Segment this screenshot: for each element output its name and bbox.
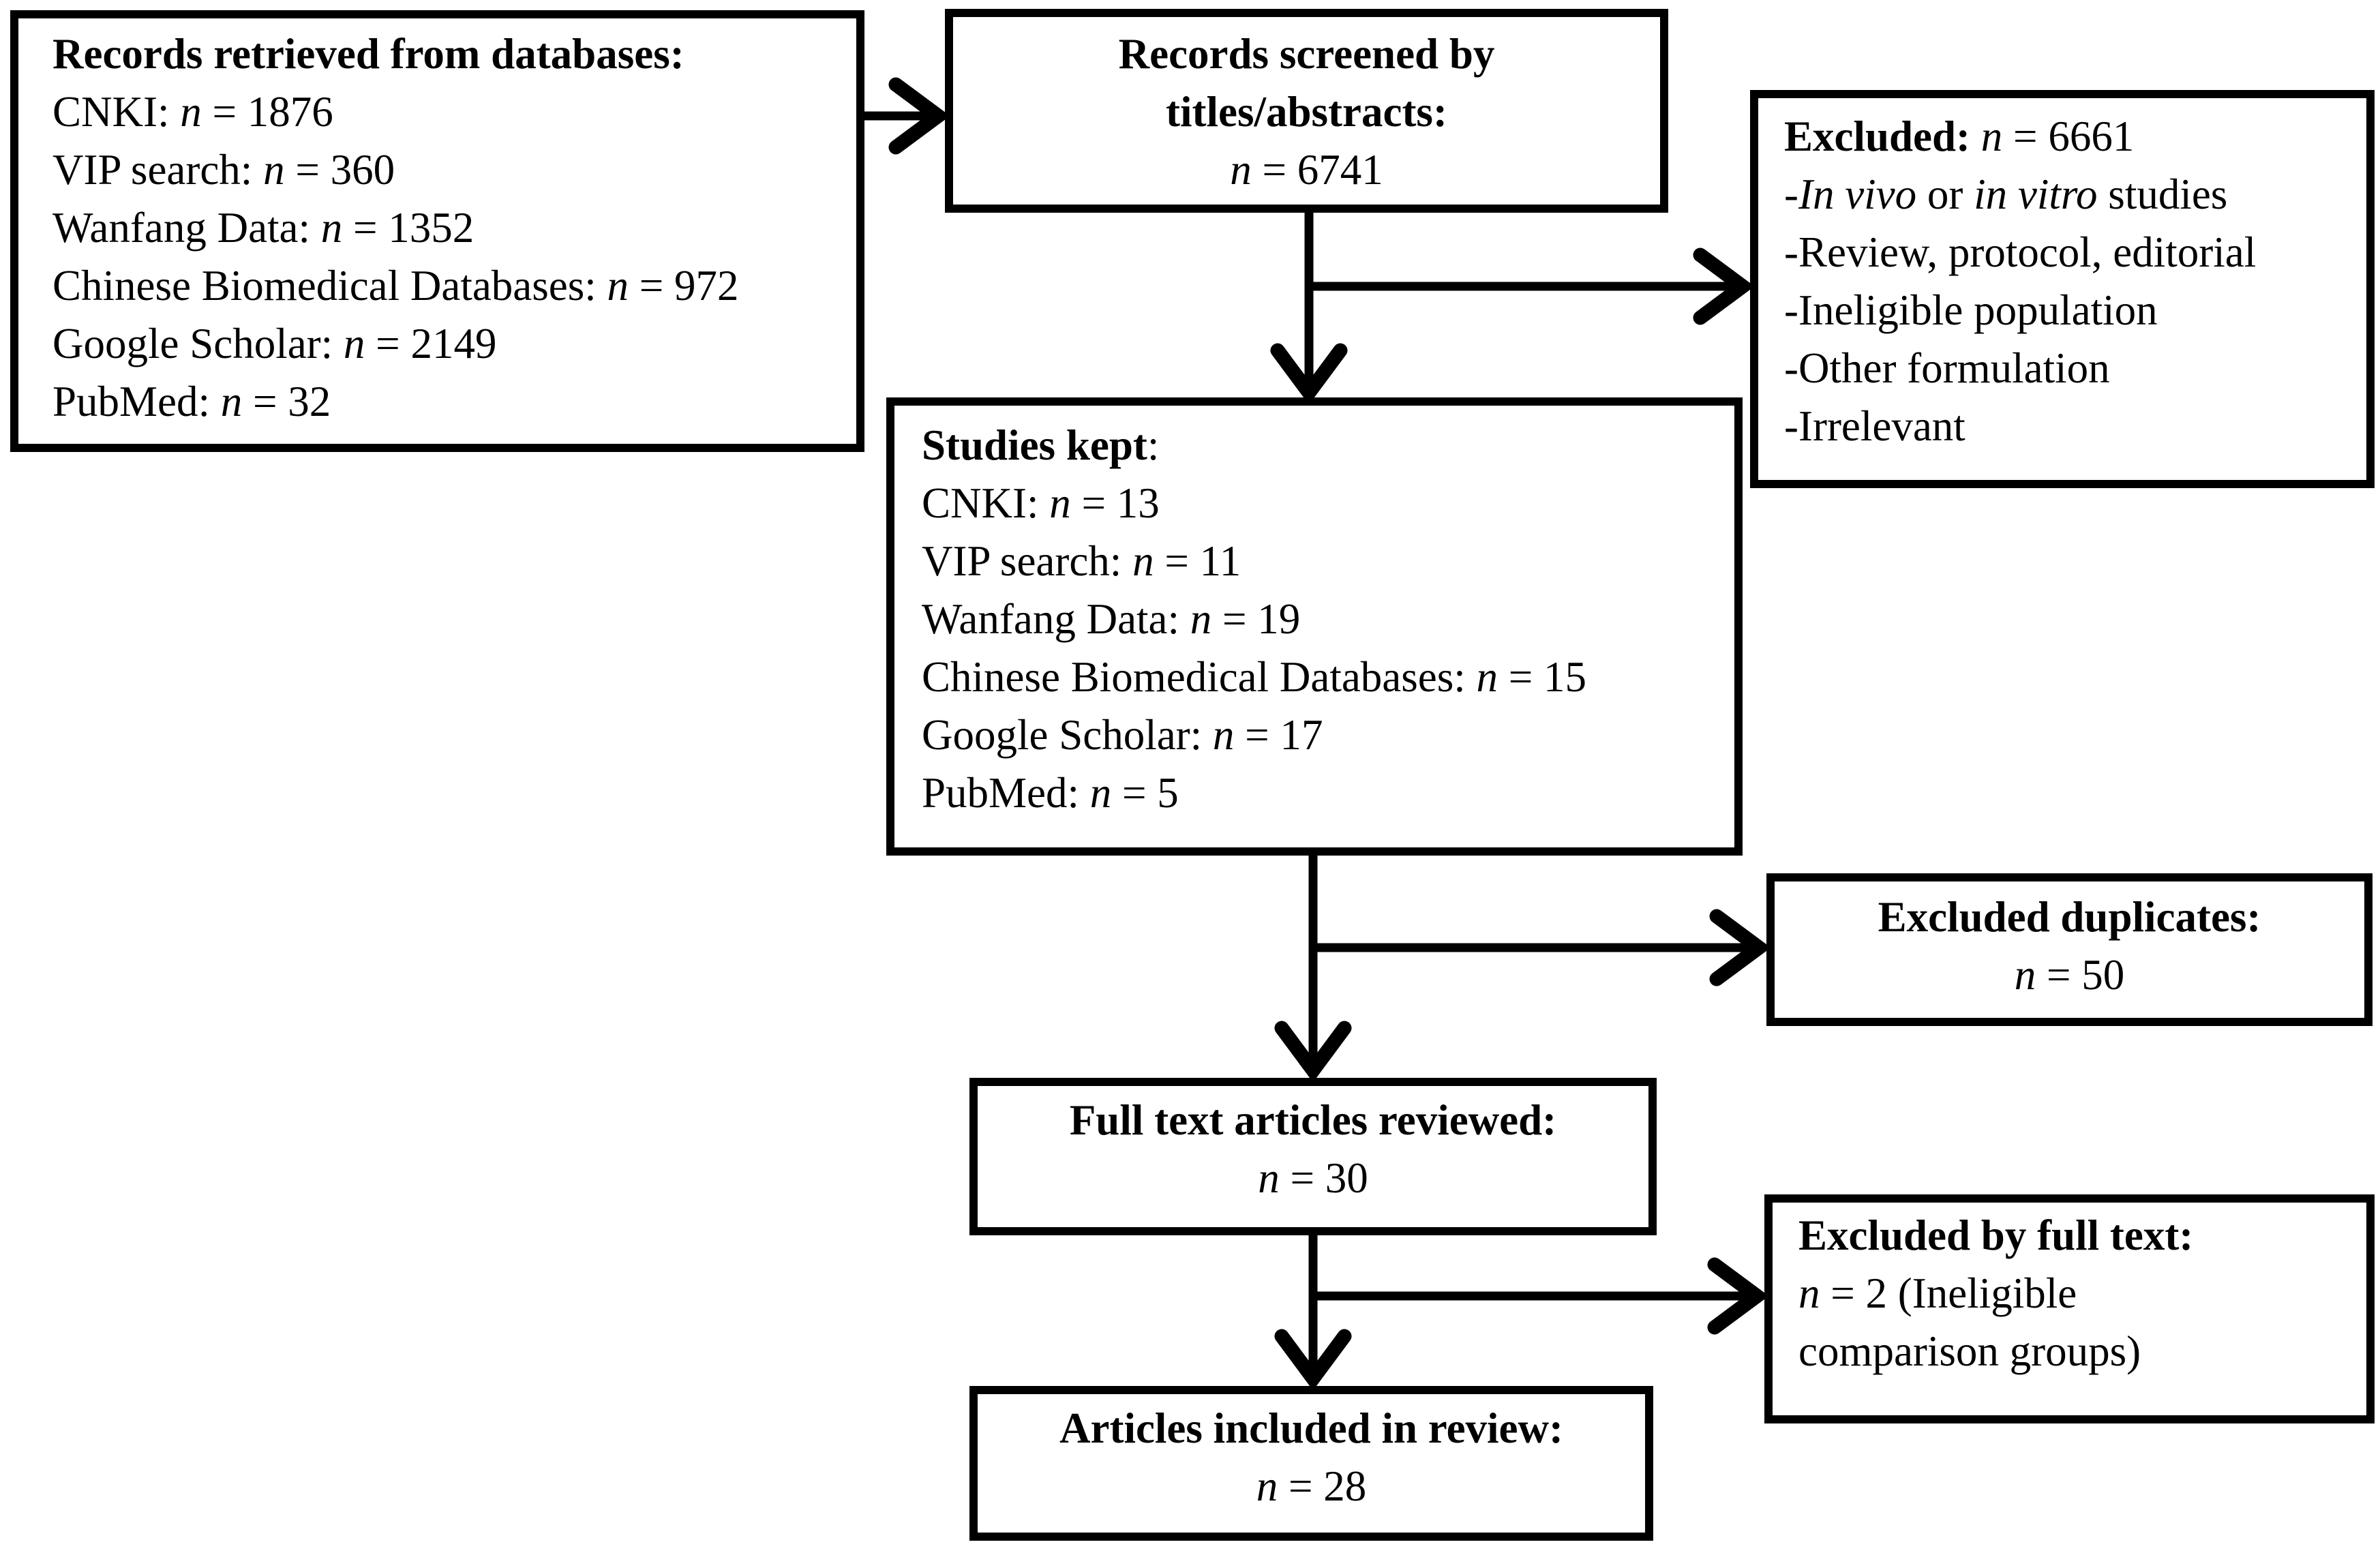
arrow-branch-to-excluded-duplicates xyxy=(1309,909,1771,986)
text-line: Excluded duplicates: xyxy=(1878,893,2261,941)
text-line: Google Scholar: n = 2149 xyxy=(52,320,497,367)
text-line: n = 50 xyxy=(2014,951,2125,999)
arrow-fulltext-to-included xyxy=(1274,1235,1352,1391)
text-line: Excluded: n = 6661 xyxy=(1784,112,2135,160)
text-line: n = 28 xyxy=(1256,1462,1367,1510)
text-line: Chinese Biomedical Databases: n = 972 xyxy=(52,262,739,310)
text-line: PubMed: n = 32 xyxy=(52,378,331,425)
box-excluded-by-fulltext: Excluded by full text: n = 2 (Ineligible c… xyxy=(1764,1194,2375,1423)
text-line: Wanfang Data: n = 1352 xyxy=(52,204,475,252)
text-line: VIP search: n = 360 xyxy=(52,146,395,194)
text-line: Wanfang Data: n = 19 xyxy=(922,595,1301,643)
arrow-kept-to-fulltext xyxy=(1274,856,1352,1083)
box-excluded-by-screening: Excluded: n = 6661 -In vivo or in vitro s… xyxy=(1750,90,2375,488)
text-line: VIP search: n = 11 xyxy=(922,537,1241,585)
text-line: comparison groups) xyxy=(1798,1327,2141,1375)
box-excluded-duplicates: Excluded duplicates: n = 50 xyxy=(1766,873,2373,1026)
text-line: n = 2 (Ineligible xyxy=(1798,1269,2077,1317)
text-line: CNKI: n = 1876 xyxy=(52,88,333,136)
arrow-screened-to-kept xyxy=(1270,213,1348,405)
box-records-retrieved: Records retrieved from databases: CNKI: n… xyxy=(10,10,864,452)
box-studies-kept: Studies kept: CNKI: n = 13 VIP search: n =… xyxy=(886,397,1743,856)
text-line: n = 6741 xyxy=(1230,146,1383,194)
box-articles-included: Articles included in review: n = 28 xyxy=(969,1386,1653,1541)
text-line: Excluded by full text: xyxy=(1798,1211,2194,1259)
text-line: CNKI: n = 13 xyxy=(922,479,1160,527)
text-line: Articles included in review: xyxy=(1059,1404,1563,1452)
text-line: -In vivo or in vitro studies xyxy=(1784,170,2228,218)
arrow-retrieved-to-screened xyxy=(864,77,950,155)
arrow-branch-to-excluded-fulltext xyxy=(1309,1257,1769,1335)
arrow-branch-to-excluded-screen xyxy=(1305,247,1755,325)
text-line: Full text articles reviewed: xyxy=(1069,1096,1557,1144)
text-line: Google Scholar: n = 17 xyxy=(922,711,1323,759)
box-fulltext-reviewed: Full text articles reviewed: n = 30 xyxy=(969,1078,1657,1235)
text-line: -Irrelevant xyxy=(1784,402,1965,450)
text-line: titles/abstracts: xyxy=(1166,88,1447,136)
text-line: PubMed: n = 5 xyxy=(922,769,1179,817)
text-line: -Other formulation xyxy=(1784,344,2110,392)
text-line: n = 30 xyxy=(1258,1154,1368,1202)
text-line: -Review, protocol, editorial xyxy=(1784,228,2257,276)
text-line: -Ineligible population xyxy=(1784,286,2158,334)
text-line: Chinese Biomedical Databases: n = 15 xyxy=(922,653,1587,701)
text-line: Studies kept: xyxy=(922,421,1160,469)
text-line: Records retrieved from databases: xyxy=(52,30,684,78)
box-records-screened: Records screened by titles/abstracts: n = … xyxy=(945,9,1668,213)
text-line: Records screened by xyxy=(1118,30,1495,78)
